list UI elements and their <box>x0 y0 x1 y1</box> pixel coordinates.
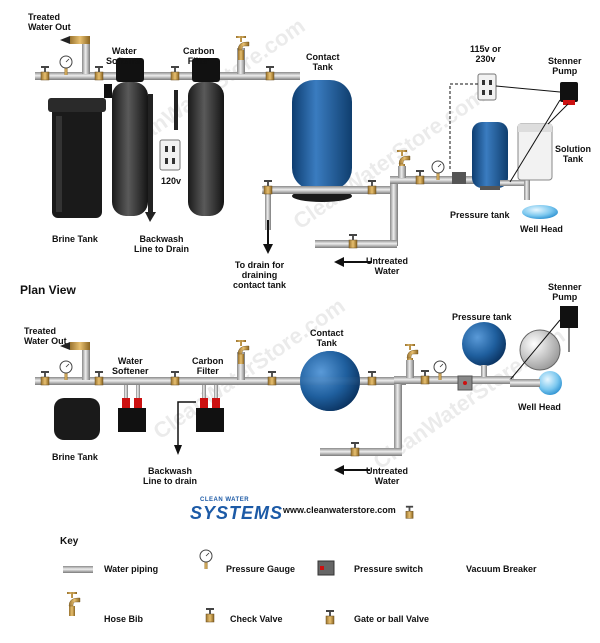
treated-riser <box>82 42 90 74</box>
valve-top-1 <box>40 65 50 81</box>
valve-top-2 <box>94 65 104 81</box>
key-vacuum-breaker-icon <box>405 505 414 519</box>
valve-top-3 <box>170 65 180 81</box>
valve-plan-6 <box>420 369 430 385</box>
carbon-head-plan <box>196 385 224 432</box>
label-pressure-tank-plan: Pressure tank <box>452 312 512 322</box>
solution-tank-plan <box>519 329 561 371</box>
treated-elbow <box>70 36 90 44</box>
brine-tank-plan <box>54 398 100 440</box>
label-well-head-plan: Well Head <box>518 402 561 412</box>
solution-tank-top <box>517 123 553 181</box>
stenner-pump-plan <box>560 306 578 328</box>
label-brine-tank-plan: Brine Tank <box>52 452 98 462</box>
valve-untreated-top <box>348 233 358 249</box>
valve-plan-3 <box>170 370 180 386</box>
softener-tank-top <box>104 58 148 216</box>
treated-arrow <box>60 36 70 44</box>
key-pipe-icon <box>63 566 93 573</box>
plan-view-title: Plan View <box>20 283 76 297</box>
valve-contact-drain <box>263 179 273 195</box>
main-pipe-plan <box>35 377 300 385</box>
untreated-pipe-plan <box>320 448 402 456</box>
logo-big-text: SYSTEMS <box>190 503 284 523</box>
valve-top-4 <box>265 65 275 81</box>
valve-plan-2 <box>94 370 104 386</box>
key-hose-bib-icon <box>66 591 81 617</box>
key-gauge-icon <box>199 549 213 570</box>
valve-plan-4 <box>267 370 277 386</box>
contact-lower-pipe <box>262 186 398 194</box>
carbon-tank-top <box>174 58 224 216</box>
key-title: Key <box>60 536 79 547</box>
label-outlet-120: 120v <box>161 176 182 186</box>
softener-head-plan <box>118 385 146 432</box>
website-url: www.cleanwaterstore.com <box>283 505 396 515</box>
pressure-tank-plan <box>462 322 506 366</box>
outlet-115v <box>449 73 561 170</box>
label-brine-tank-top: Brine Tank <box>52 234 98 244</box>
outlet-120v <box>159 139 181 171</box>
main-pipe-top <box>35 72 300 80</box>
pressure-line-top <box>390 176 500 184</box>
logo-small-text: CLEAN WATER <box>200 497 250 503</box>
stenner-pump-top <box>509 82 578 183</box>
key-gate-valve-icon <box>325 609 335 625</box>
key-water-piping: Water piping <box>104 564 159 574</box>
key-check-valve-icon <box>205 607 215 623</box>
key-hose-bib: Hose Bib <box>104 614 144 624</box>
brine-tank-top <box>48 98 106 218</box>
label-pressure-tank-top: Pressure tank <box>450 210 510 220</box>
well-head-plan <box>538 371 562 395</box>
valve-top-5 <box>415 169 425 185</box>
valve-plan-5 <box>367 370 377 386</box>
key-pressure-switch-icon <box>317 560 335 576</box>
pressure-switch-top <box>452 172 466 184</box>
label-well-head-top: Well Head <box>520 224 563 234</box>
valve-untreated-plan <box>350 441 360 457</box>
key-check-valve: Check Valve <box>230 614 283 624</box>
key-pressure-switch: Pressure switch <box>354 564 424 574</box>
key-gate-valve: Gate or ball Valve <box>354 614 430 624</box>
key-vacuum-breaker: Vacuum Breaker <box>466 564 537 574</box>
well-head-top <box>522 205 558 219</box>
backwash-line-top <box>148 94 153 214</box>
pressure-tank-top <box>472 122 508 190</box>
key-pressure-gauge: Pressure Gauge <box>226 564 296 574</box>
backwash-line-plan <box>177 401 196 448</box>
valve-plan-1 <box>40 370 50 386</box>
contact-tank-top <box>292 80 352 202</box>
